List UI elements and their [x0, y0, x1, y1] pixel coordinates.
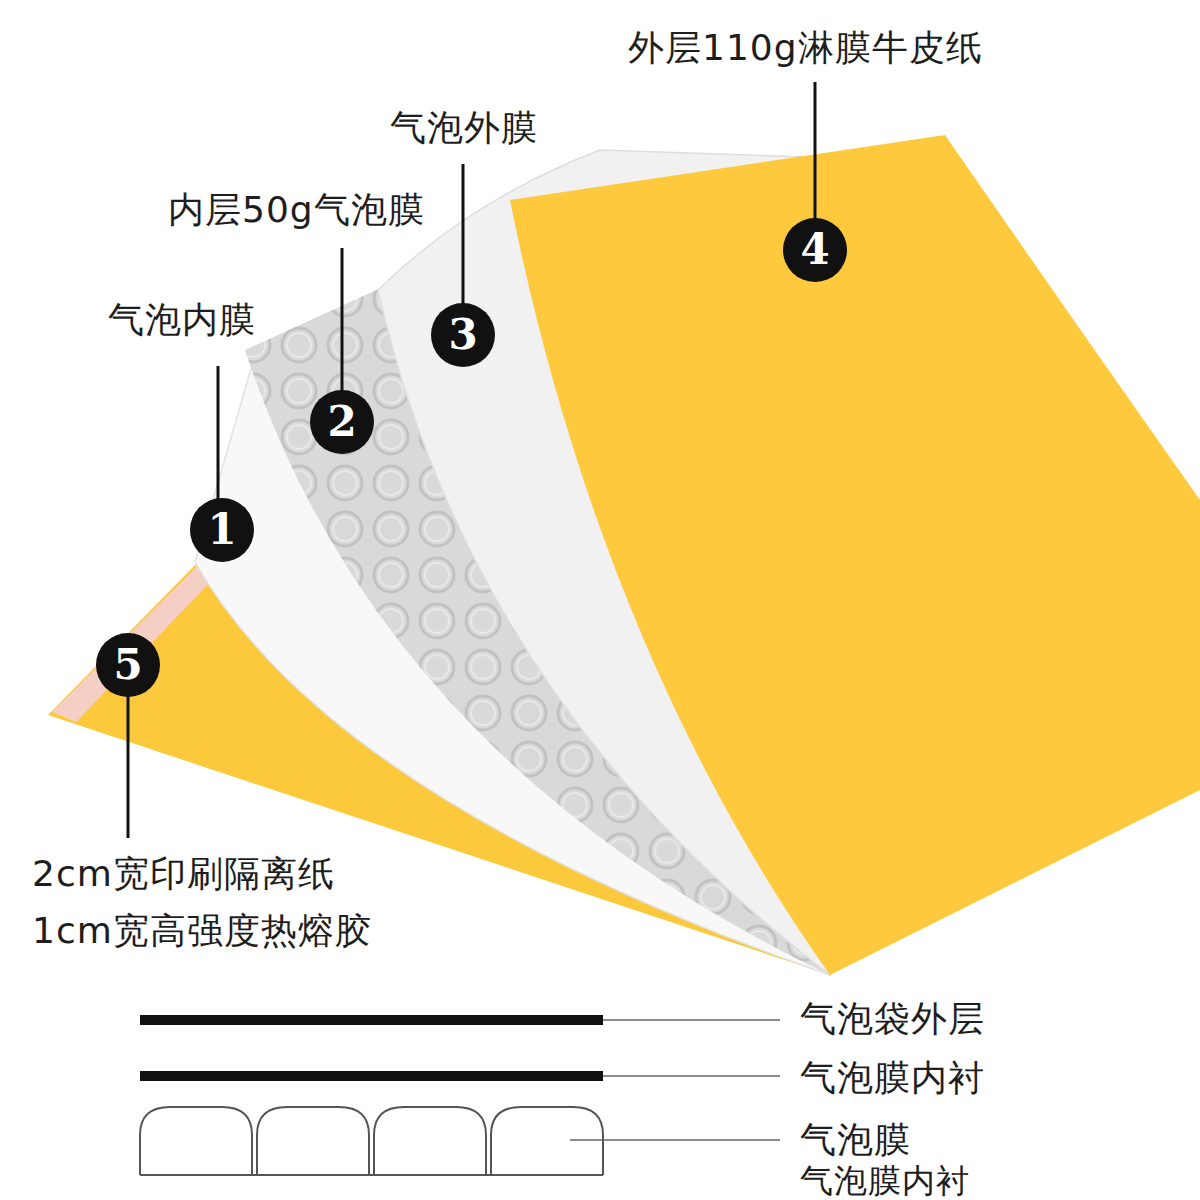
- layer-four: [510, 135, 1200, 975]
- callout-number: 3: [431, 303, 495, 367]
- leader-line: [603, 1075, 780, 1077]
- part-label: 气泡膜内衬: [800, 1164, 970, 1197]
- callout-number: 1: [190, 498, 254, 562]
- part-label: 气泡内膜: [108, 302, 256, 338]
- callout-number: 5: [96, 633, 160, 697]
- part-label: 外层110g淋膜牛皮纸: [628, 30, 983, 66]
- part-label: 气泡膜: [800, 1122, 911, 1158]
- leader-line: [603, 1019, 780, 1021]
- part-label: 内层50g气泡膜: [168, 192, 425, 228]
- outer-layer-bar: [140, 1015, 603, 1025]
- part-label: 气泡袋外层: [800, 1001, 985, 1037]
- lining-bar: [140, 1071, 603, 1081]
- leader-line: [217, 366, 220, 500]
- leader-line: [814, 82, 817, 220]
- bubble-profile: [140, 1107, 603, 1175]
- callout-circle: [96, 633, 160, 697]
- callout-circle: [190, 498, 254, 562]
- release-strip: [52, 565, 218, 722]
- part-label: 2cm宽印刷隔离纸: [32, 856, 335, 892]
- callout-circle: [310, 390, 374, 454]
- part-label: 1cm宽高强度热熔胶: [32, 913, 372, 949]
- leader-line: [127, 695, 130, 838]
- callout-circle: [783, 218, 847, 282]
- part-label: 气泡外膜: [390, 110, 538, 146]
- callout-number: 2: [310, 390, 374, 454]
- part-label: 气泡膜内衬: [800, 1060, 985, 1096]
- leader-line: [341, 248, 344, 392]
- leader-line: [570, 1139, 780, 1141]
- callout-circle: [431, 303, 495, 367]
- leader-line: [462, 164, 465, 305]
- callout-number: 4: [783, 218, 847, 282]
